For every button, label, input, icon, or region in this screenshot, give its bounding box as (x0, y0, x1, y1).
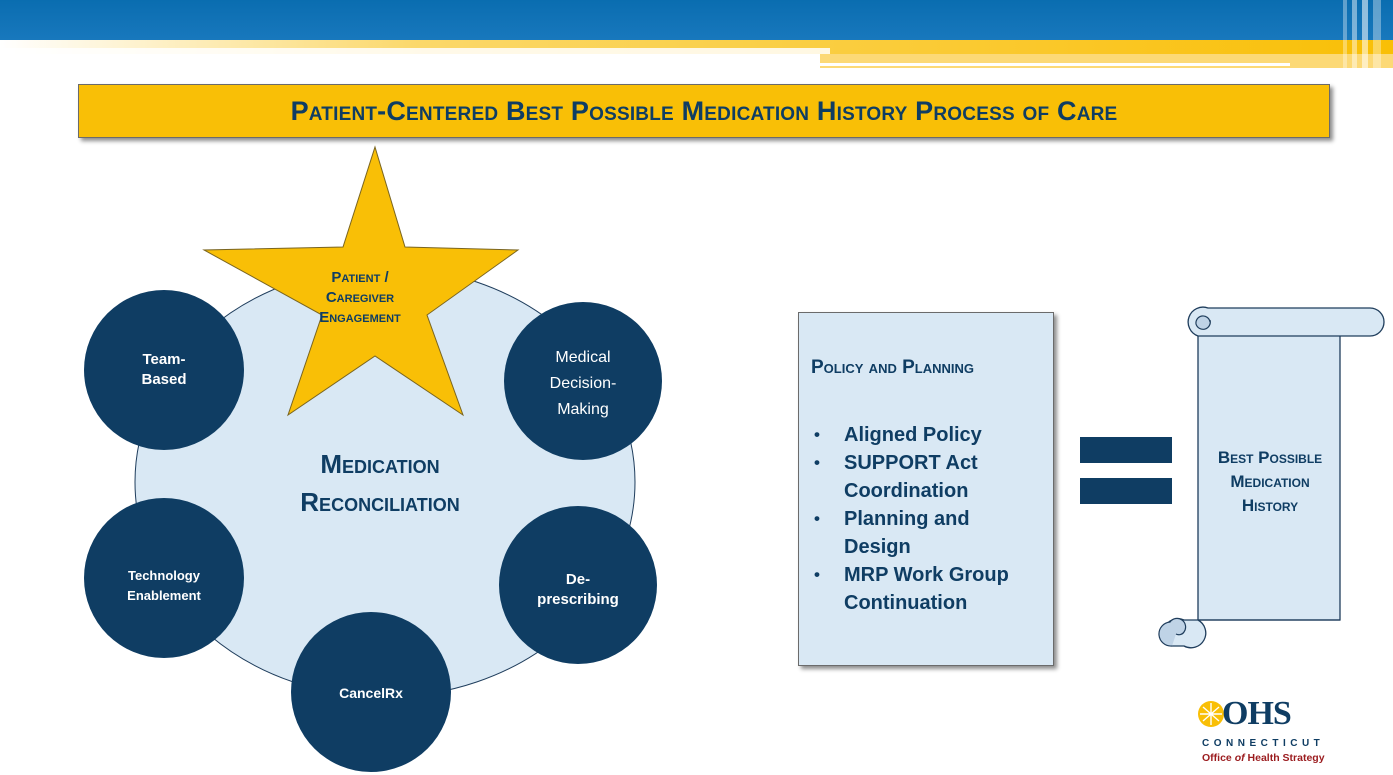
circle-medical-decision-making (504, 302, 662, 460)
policy-item-line: Continuation (844, 592, 968, 614)
policy-item-line: Planning and (844, 508, 970, 530)
logo-office: Office of Health Strategy (1202, 752, 1325, 764)
star-label-line: Engagement (319, 309, 401, 326)
logo-office-pre: Office (1202, 752, 1235, 764)
hub-center-line1: Medication (320, 449, 440, 479)
policy-item-line: Coordination (844, 480, 969, 502)
equals-icon (1080, 437, 1172, 504)
star-label-line: Patient / (331, 269, 389, 286)
logo-office-post: Health Strategy (1244, 752, 1325, 764)
header-banner (0, 0, 1393, 70)
result-line: Medication (1230, 472, 1310, 491)
bullet-icon: • (814, 565, 820, 584)
policy-item: • Planning and Design (811, 505, 1044, 561)
policy-item-line: MRP Work Group (844, 564, 1009, 586)
circle-deprescribing (499, 506, 657, 664)
label-line: Based (141, 371, 187, 388)
oak-leaf-icon (1198, 701, 1224, 727)
scroll-shape (1158, 306, 1385, 649)
label-line: CancelRx (339, 685, 403, 701)
label-line: Decision- (549, 375, 617, 392)
label-deprescribing: De- prescribing (523, 570, 633, 610)
label-technology-enablement: Technology Enablement (99, 566, 229, 606)
circle-technology-enablement (84, 498, 244, 658)
label-line: prescribing (537, 591, 619, 608)
label-line: Enablement (127, 588, 201, 603)
result-line: Best Possible (1217, 448, 1323, 467)
policy-item: • Aligned Policy (811, 421, 1044, 449)
bullet-icon: • (814, 453, 820, 472)
policy-item: • MRP Work Group Continuation (811, 561, 1044, 617)
label-line: Making (557, 401, 609, 418)
policy-heading: Policy and Planning (811, 357, 975, 378)
label-cancelrx: CancelRx (316, 683, 426, 703)
policy-planning-box: Policy and Planning • Aligned Policy • S… (798, 312, 1054, 666)
policy-item: • SUPPORT Act Coordination (811, 449, 1044, 505)
hub-center-label: Medication Reconciliation (250, 445, 510, 521)
result-label: Best Possible Medication History (1190, 446, 1350, 518)
policy-item-line: Design (844, 536, 911, 558)
label-line: Technology (128, 568, 200, 583)
bullet-icon: • (814, 509, 820, 528)
star-label: Patient / Caregiver Engagement (300, 268, 420, 328)
policy-item-line: Aligned Policy (844, 424, 982, 446)
label-line: De- (565, 571, 591, 588)
star-label-line: Caregiver (325, 289, 395, 306)
logo-office-of: of (1234, 752, 1245, 764)
ohs-logo: OHS CONNECTICUT Office of Health Strateg… (1172, 695, 1338, 769)
hub-center-line2: Reconciliation (300, 487, 460, 517)
circle-cancelrx (291, 612, 451, 772)
result-line: History (1241, 496, 1299, 515)
logo-word: OHS (1222, 695, 1292, 732)
policy-item-line: SUPPORT Act (844, 452, 978, 474)
logo-state: CONNECTICUT (1202, 738, 1325, 749)
label-medical-decision-making: Medical Decision- Making (523, 345, 643, 423)
page-title: Patient-Centered Best Possible Medicatio… (290, 95, 1118, 126)
policy-list: • Aligned Policy • SUPPORT Act Coordinat… (811, 421, 1044, 617)
bullet-icon: • (814, 425, 820, 444)
label-line: Team- (142, 351, 186, 368)
label-line: Medical (555, 349, 611, 366)
star-shape (202, 145, 520, 417)
circle-team-based (84, 290, 244, 450)
title-banner: Patient-Centered Best Possible Medicatio… (78, 84, 1330, 138)
label-team-based: Team- Based (114, 350, 214, 390)
hub-diagram (84, 145, 662, 772)
